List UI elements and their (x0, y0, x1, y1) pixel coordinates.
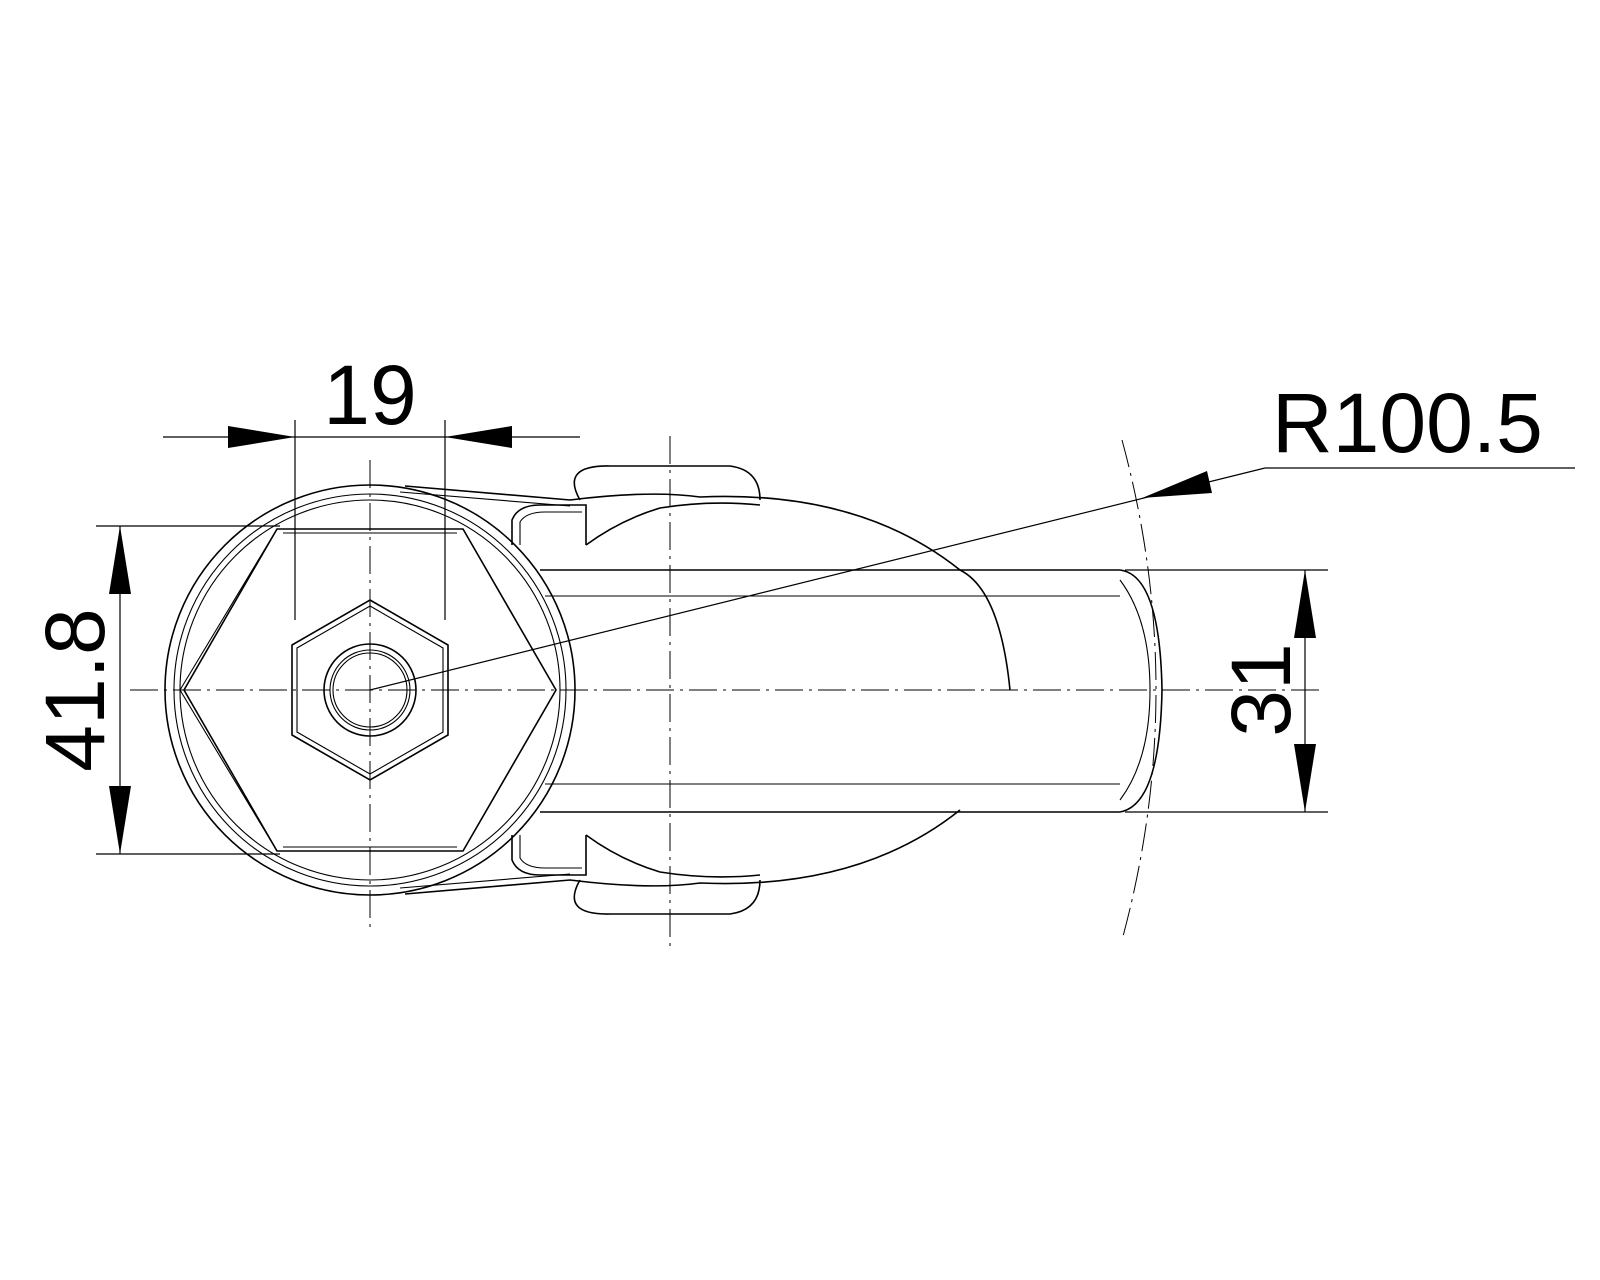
dim-label-19: 19 (323, 348, 416, 442)
dimension-19: 19 (163, 348, 580, 620)
dimension-31: 31 (1125, 569, 1328, 813)
dimension-41-8: 41.8 (28, 525, 280, 855)
handle-outline (399, 465, 961, 915)
dim-label-r100-5: R100.5 (1272, 376, 1543, 470)
dim-label-41-8: 41.8 (28, 608, 122, 772)
large-hexagon (179, 528, 557, 852)
dimension-r100-5: R100.5 (369, 376, 1575, 691)
dim-label-31: 31 (1214, 643, 1308, 736)
hex-nut (291, 599, 449, 781)
spout-outline (540, 569, 1163, 813)
